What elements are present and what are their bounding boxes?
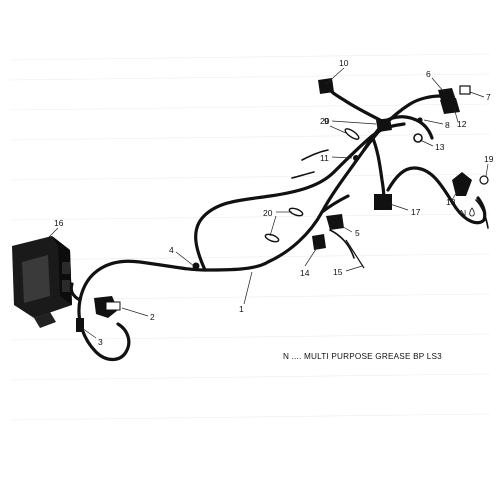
connector-7 xyxy=(459,85,471,95)
background-texture xyxy=(9,53,491,421)
callout-16: 16 xyxy=(54,218,64,228)
callout-8: 8 xyxy=(445,120,450,130)
callout-2: 2 xyxy=(150,312,155,322)
leader-lines xyxy=(47,67,489,339)
ecu-module xyxy=(12,236,72,328)
callout-15: 15 xyxy=(333,267,343,277)
callout-20-top: 20 xyxy=(320,116,330,126)
callout-20-mid: 20 xyxy=(263,208,273,218)
connector-14 xyxy=(312,234,326,250)
callout-1: 1 xyxy=(239,304,244,314)
callout-4: 4 xyxy=(169,245,174,255)
connector-2-clip xyxy=(105,301,121,311)
callout-14: 14 xyxy=(300,268,310,278)
grease-marker: N xyxy=(460,208,466,218)
grease-note: N .... MULTI PURPOSE GREASE BP LS3 xyxy=(283,352,442,361)
grease-drop-icon xyxy=(469,207,475,217)
callout-12: 12 xyxy=(457,119,467,129)
connector-5 xyxy=(326,214,344,230)
grommet-19 xyxy=(479,175,489,185)
clip-11 xyxy=(353,155,359,161)
callout-6: 6 xyxy=(426,69,431,79)
callout-5: 5 xyxy=(355,228,360,238)
connectors xyxy=(76,78,489,332)
connector-9 xyxy=(376,118,392,132)
connector-18 xyxy=(452,172,472,196)
callout-9: 9 xyxy=(324,116,329,126)
tie-20-b xyxy=(264,233,280,243)
callout-13: 13 xyxy=(435,142,445,152)
callout-19: 19 xyxy=(484,154,494,164)
tie-20-a xyxy=(288,207,304,217)
callout-3: 3 xyxy=(98,337,103,347)
clip-4 xyxy=(192,262,200,270)
callout-18: 18 xyxy=(446,197,456,207)
callout-7: 7 xyxy=(486,92,491,102)
callout-11: 11 xyxy=(320,153,329,163)
wiring-harness xyxy=(69,82,489,362)
callout-labels: 1 2 3 4 5 6 7 8 9 10 11 12 13 14 15 16 1… xyxy=(54,58,494,347)
ground-13 xyxy=(413,133,423,143)
connector-3 xyxy=(76,318,84,332)
tie-20-top xyxy=(344,128,360,140)
clip-8 xyxy=(417,117,423,123)
connector-12 xyxy=(440,98,460,114)
connector-10 xyxy=(318,78,334,94)
connector-17 xyxy=(374,194,392,210)
callout-10: 10 xyxy=(339,58,349,68)
connector-15-wire xyxy=(345,239,365,269)
callout-17: 17 xyxy=(411,207,421,217)
